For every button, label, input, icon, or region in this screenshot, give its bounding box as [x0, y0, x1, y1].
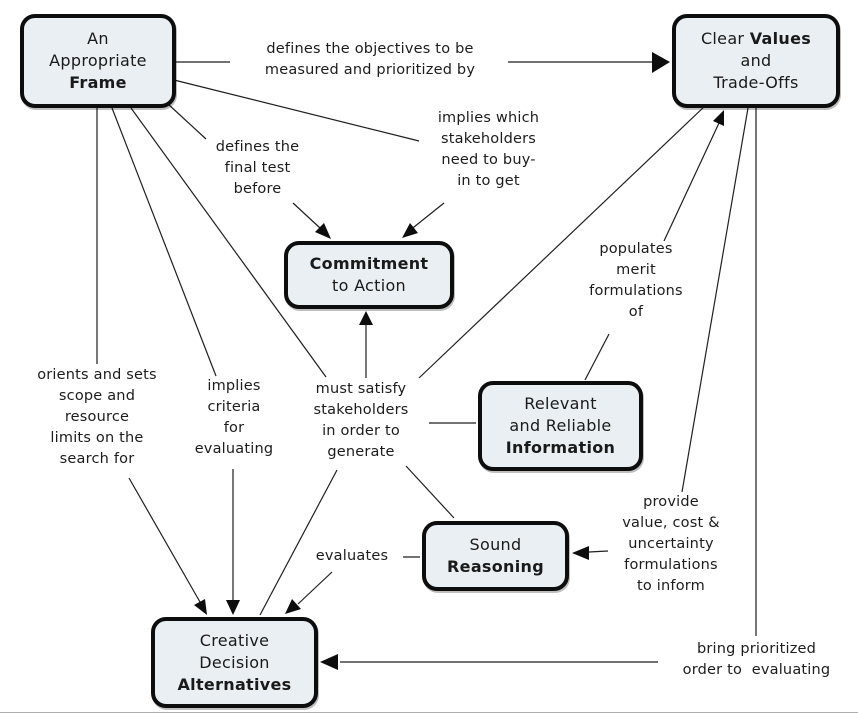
- connector-defines-objectives: [172, 52, 670, 73]
- connector-implies-stakeholders: [173, 79, 445, 238]
- node-relevant-reliable-information: Relevant and Reliable Information: [478, 381, 643, 471]
- connector-implies-criteria: [111, 107, 240, 615]
- connector-bring-order: [320, 108, 757, 670]
- connector-orients-scope: [96, 108, 207, 615]
- node-line: Relevant: [524, 394, 597, 413]
- link-label-defines-final-test: defines the final test before: [215, 139, 300, 197]
- node-line: Commitment: [309, 254, 429, 273]
- connector-defines-final-test: [167, 103, 331, 239]
- node-commitment-to-action: Commitment to Action: [284, 241, 454, 309]
- connector-evaluates: [285, 556, 420, 614]
- node-line: Trade-Offs: [713, 73, 799, 92]
- link-label-implies-stakeholders: implies which stakeholders need to buy- …: [437, 110, 540, 189]
- node-line: Clear Values: [700, 29, 812, 48]
- node-creative-decision-alternatives: Creative Decision Alternatives: [151, 617, 318, 708]
- connector-provide-formulations: [572, 107, 749, 560]
- link-label-bring-order: bring prioritized order to evaluating: [682, 641, 831, 678]
- node-line: Creative: [199, 630, 270, 650]
- node-line: Alternatives: [177, 674, 292, 694]
- link-label-must-satisfy: must satisfy stakeholders in order to ge…: [313, 381, 409, 460]
- node-line: Information: [505, 438, 616, 457]
- link-label-defines-objectives: defines the objectives to be measured an…: [264, 41, 476, 78]
- node-clear-values: Clear Values and Trade-Offs: [672, 14, 840, 108]
- node-line: Decision: [199, 652, 270, 672]
- link-label-evaluates: evaluates: [315, 548, 389, 564]
- node-line: and Reliable: [509, 416, 612, 435]
- connector-populates: [584, 110, 724, 381]
- node-line: Frame: [69, 73, 127, 92]
- node-line: and: [740, 51, 772, 70]
- node-line: Sound: [469, 535, 522, 554]
- node-appropriate-frame: An Appropriate Frame: [20, 14, 176, 108]
- node-line: Reasoning: [447, 557, 544, 576]
- node-line: Appropriate: [49, 51, 147, 70]
- node-line: An: [87, 29, 109, 48]
- link-label-orients-scope: orients and sets scope and resource limi…: [37, 367, 157, 467]
- link-label-implies-criteria: implies criteria for evaluating: [194, 378, 274, 457]
- node-line: to Action: [332, 276, 406, 295]
- node-sound-reasoning: Sound Reasoning: [422, 521, 569, 591]
- connector-must-satisfy: [130, 104, 707, 616]
- link-label-populates: populates merit formulations of: [589, 241, 683, 320]
- link-label-provide-formulations: provide value, cost & uncertainty formul…: [622, 494, 720, 594]
